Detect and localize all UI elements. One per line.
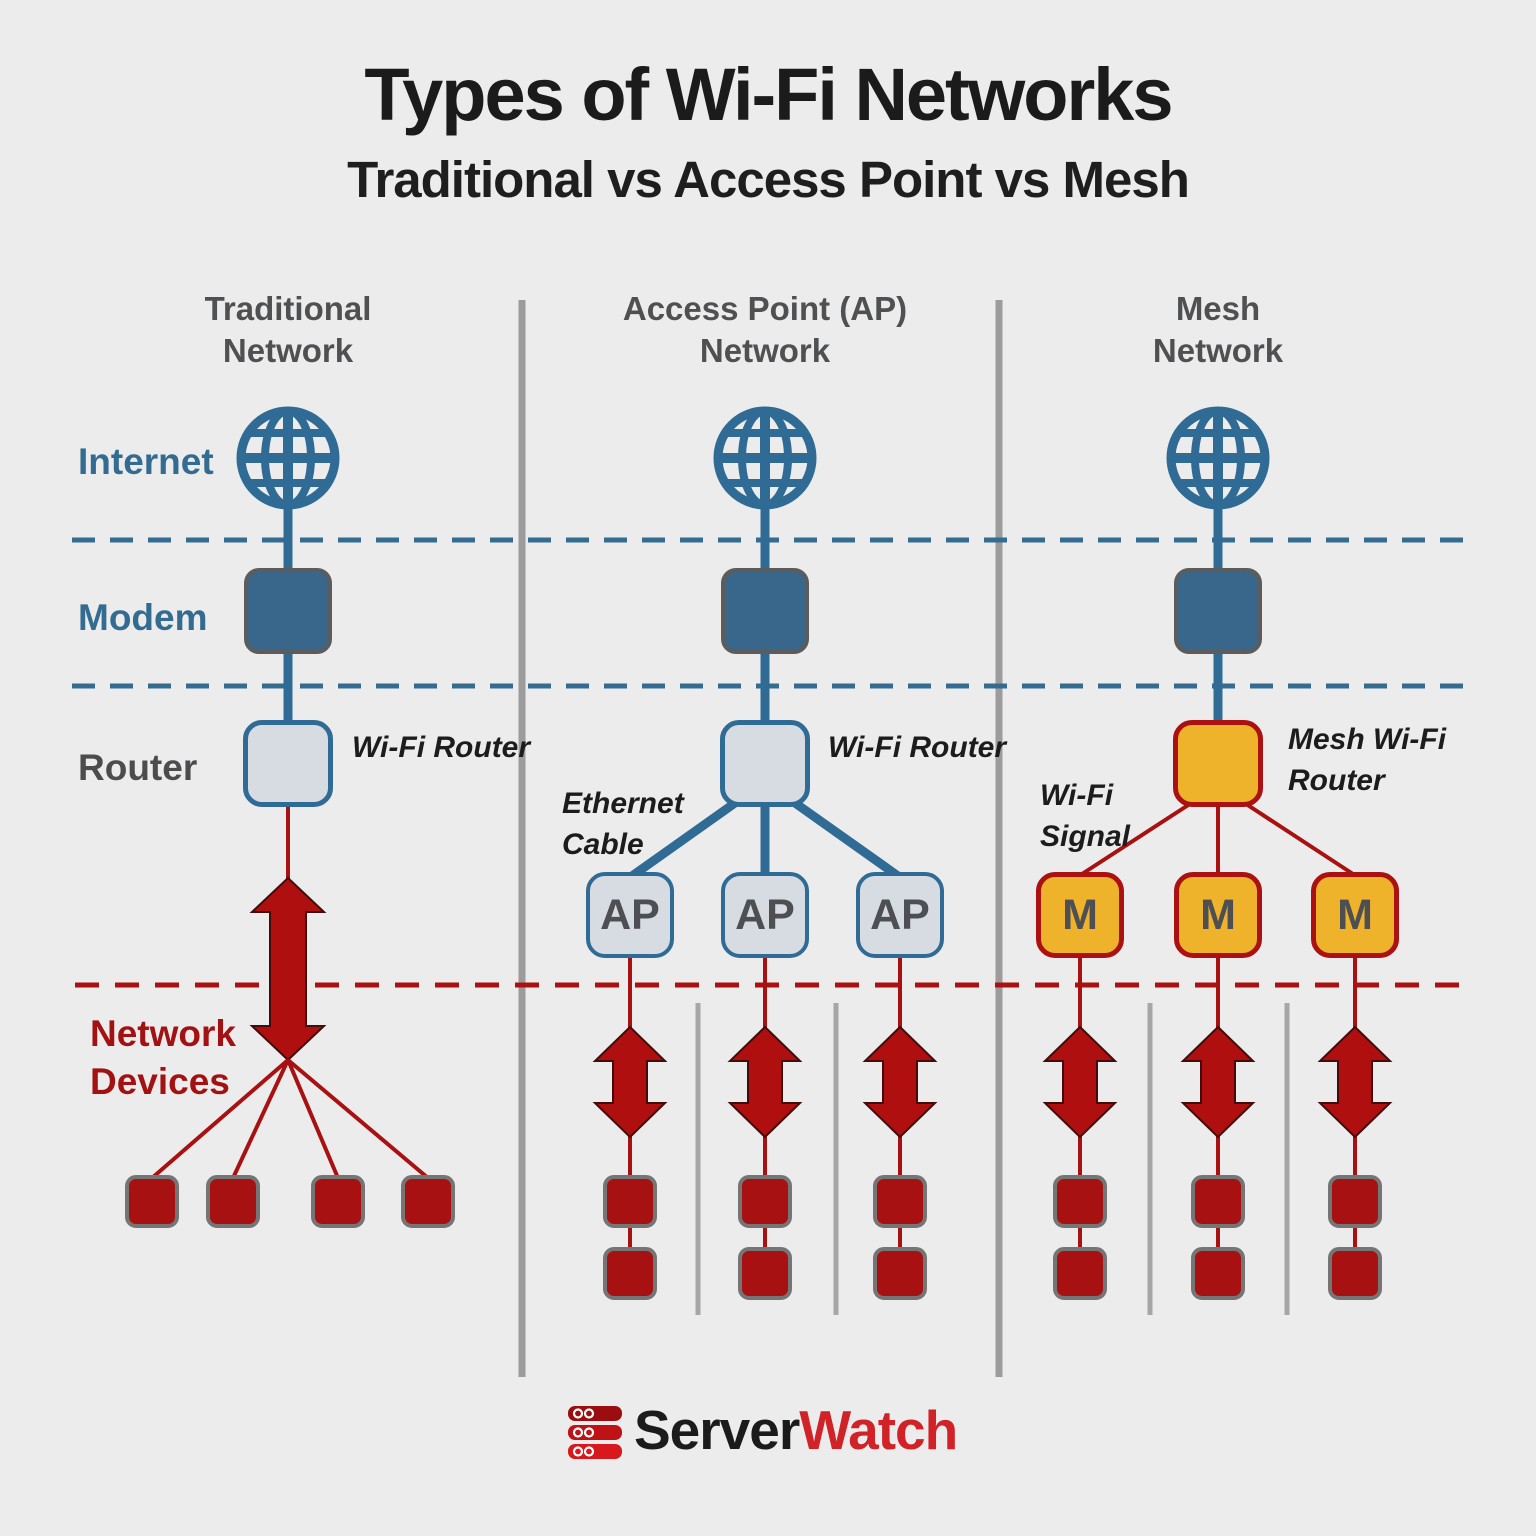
network-device-box [401,1175,455,1228]
column-header-traditional: Traditional Network [128,288,448,372]
brand-text-watch: Watch [799,1399,958,1461]
network-device-box [603,1175,657,1228]
serverwatch-logo-icon [568,1406,622,1459]
wan-connector-lines [283,505,1223,722]
traffic-double-arrow [249,876,327,1062]
traffic-double-arrow [1044,1026,1116,1138]
access-point-node: AP [586,872,674,958]
device-fan-lines [150,1058,430,1180]
traffic-double-arrow [1319,1026,1391,1138]
annotation-line: Signal [1040,819,1131,853]
ethernet-cable-label: Ethernet Cable [562,784,684,865]
access-point-node: AP [721,872,809,958]
network-device-box [603,1247,657,1300]
network-device-box [873,1175,927,1228]
modem-box [244,568,332,654]
annotation-line: Wi-Fi [1040,779,1114,812]
mesh-node: M [1174,872,1262,958]
traffic-double-arrow [864,1026,936,1138]
internet-globe-icon [718,411,812,505]
network-device-box [1191,1247,1245,1300]
wifi-signal-label: Wi-Fi Signal [1040,776,1130,857]
column-header-line: Traditional [204,290,372,327]
network-device-box [873,1247,927,1300]
node-label: M [1200,890,1236,939]
wifi-router-box [243,720,333,807]
wifi-router-label: Wi-Fi Router [352,731,531,764]
network-device-box [1191,1175,1245,1228]
network-device-box [1053,1247,1107,1300]
node-to-device-lines [628,958,1357,1272]
column-header-line: Mesh [1175,290,1261,327]
row-label-line: Devices [90,1061,230,1103]
page-subtitle: Traditional vs Access Point vs Mesh [347,151,1190,208]
network-device-box [1328,1247,1382,1300]
wifi-router-label: Wi-Fi Router [828,731,1007,764]
network-device-box [125,1175,179,1228]
row-label-network-devices: Network Devices [90,1010,236,1106]
mesh-node: M [1311,872,1399,958]
network-device-box [311,1175,365,1228]
wifi-router-box [720,720,810,807]
traffic-double-arrow [729,1026,801,1138]
wifi-signal-lines [1080,798,1355,876]
access-point-node: AP [856,872,944,958]
row-label-line: Network [90,1013,236,1054]
column-header-mesh: Mesh Network [1058,288,1378,372]
mesh-wifi-router-box [1173,720,1263,807]
column-header-access-point: Access Point (AP) Network [605,288,925,372]
ethernet-cable-lines [627,793,903,881]
network-device-box [1328,1175,1382,1228]
traffic-double-arrow [1182,1026,1254,1138]
row-label-router: Router [78,747,198,788]
modem-box [1174,568,1262,654]
annotation-line: Mesh Wi-Fi [1288,723,1447,756]
annotation-line: Router [1288,763,1385,797]
network-device-box [206,1175,260,1228]
brand-text-server: Server [634,1399,800,1461]
node-label: M [1062,890,1098,939]
internet-globe-icon [241,411,335,505]
node-label: AP [600,890,660,939]
annotation-line: Ethernet [562,787,684,820]
row-label-internet: Internet [78,441,214,482]
column-header-line: Network [1152,332,1284,370]
column-header-line: Access Point (AP) [622,290,908,327]
annotation-line: Cable [562,827,644,861]
internet-globe-icon [1171,411,1265,505]
column-header-line: Network [222,332,354,370]
traffic-double-arrow [594,1026,666,1138]
node-label: M [1337,890,1373,939]
network-device-box [1053,1175,1107,1228]
column-header-line: Network [699,332,831,370]
network-device-box [738,1247,792,1300]
node-label: AP [870,890,930,939]
node-label: AP [735,890,795,939]
mesh-node: M [1036,872,1124,958]
row-label-modem: Modem [78,597,208,638]
modem-box [721,568,809,654]
page-title: Types of Wi-Fi Networks [364,53,1173,136]
network-device-box [738,1175,792,1228]
serverwatch-brand-text: ServerWatch [634,1398,958,1462]
mesh-wifi-router-label: Mesh Wi-Fi Router [1288,720,1446,801]
